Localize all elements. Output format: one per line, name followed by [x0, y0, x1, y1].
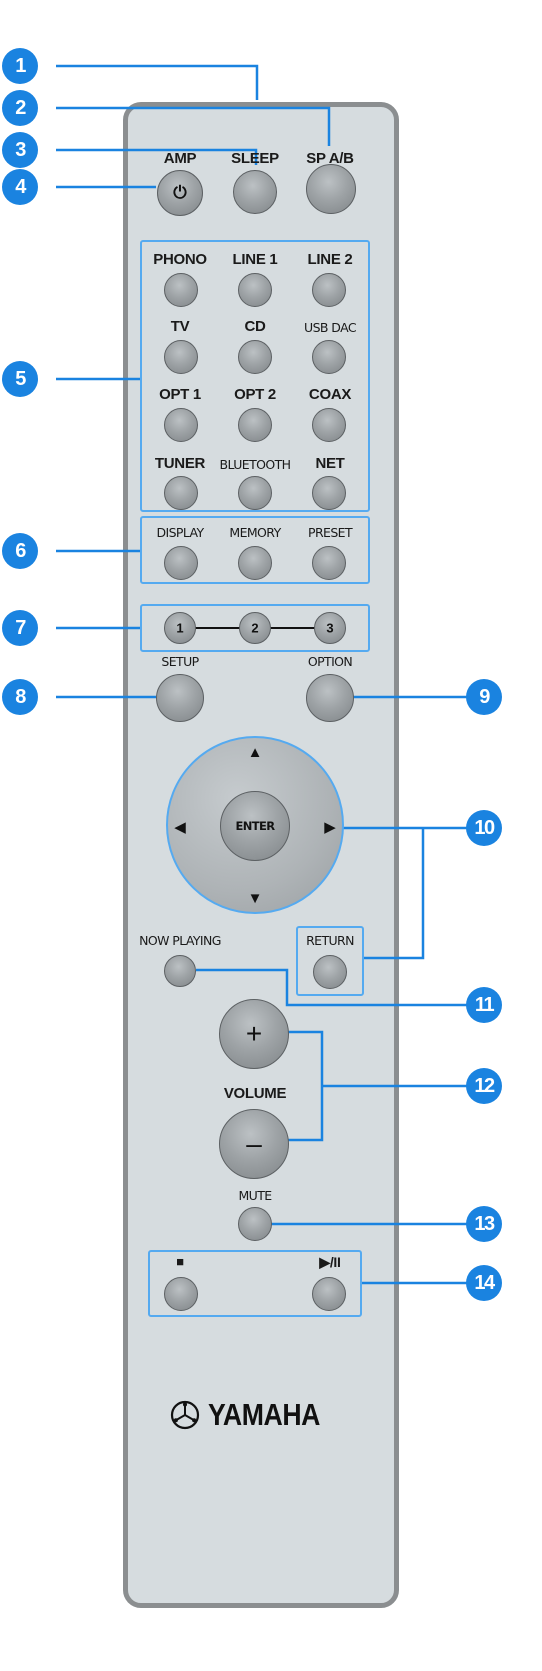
volume-up-button[interactable]: + [219, 999, 289, 1069]
phono-label: PHONO [153, 251, 207, 268]
preset-label: PRESET [308, 525, 353, 540]
preset-button[interactable] [312, 546, 346, 580]
usbdac-label: USB DAC [304, 320, 357, 335]
power-icon: ⏻ [173, 183, 187, 202]
minus-icon: – [246, 1128, 262, 1159]
callout-3: 3 [2, 132, 38, 168]
net-button[interactable] [312, 476, 346, 510]
display-button[interactable] [164, 546, 198, 580]
tv-label: TV [170, 318, 190, 335]
preset-2-button[interactable]: 2 [239, 612, 271, 644]
setup-button[interactable] [156, 674, 204, 722]
mute-label: MUTE [238, 1188, 272, 1203]
memory-label: MEMORY [229, 525, 281, 540]
now-playing-button[interactable] [164, 955, 196, 987]
opt1-label: OPT 1 [159, 386, 201, 403]
spab-label: SP A/B [306, 150, 354, 167]
callout-6: 6 [2, 533, 38, 569]
preset-3-button[interactable]: 3 [314, 612, 346, 644]
callout-1: 1 [2, 48, 38, 84]
phono-button[interactable] [164, 273, 198, 307]
volume-down-button[interactable]: – [219, 1109, 289, 1179]
preset-3-label: 3 [326, 620, 334, 636]
memory-button[interactable] [238, 546, 272, 580]
tuning-fork-emblem-icon [170, 1400, 200, 1430]
callout-2: 2 [2, 90, 38, 126]
stop-button[interactable] [164, 1277, 198, 1311]
brand-name: YAMAHA [208, 1397, 320, 1432]
line2-button[interactable] [312, 273, 346, 307]
stop-icon: ■ [176, 1254, 184, 1269]
amp-label: AMP [163, 150, 197, 167]
callout-5: 5 [2, 361, 38, 397]
enter-label: ENTER [235, 819, 275, 833]
sleep-label: SLEEP [231, 150, 279, 167]
return-button[interactable] [313, 955, 347, 989]
opt2-button[interactable] [238, 408, 272, 442]
callout-8: 8 [2, 679, 38, 715]
plus-icon: + [245, 1018, 263, 1049]
preset-1-label: 1 [176, 620, 184, 636]
mute-button[interactable] [238, 1207, 272, 1241]
coax-label: COAX [308, 386, 352, 403]
line1-button[interactable] [238, 273, 272, 307]
opt2-label: OPT 2 [234, 386, 276, 403]
bluetooth-label: BLUETOOTH [219, 457, 292, 472]
sleep-button[interactable] [233, 170, 277, 214]
up-arrow-icon[interactable]: ▲ [247, 744, 263, 761]
preset-2-label: 2 [251, 620, 259, 636]
tv-button[interactable] [164, 340, 198, 374]
right-arrow-icon[interactable]: ▶ [324, 819, 336, 836]
callout-12: 12 [466, 1068, 502, 1104]
tuner-button[interactable] [164, 476, 198, 510]
play-pause-button[interactable] [312, 1277, 346, 1311]
callout-14: 14 [466, 1265, 502, 1301]
callout-10: 10 [466, 810, 502, 846]
left-arrow-icon[interactable]: ◀ [174, 819, 186, 836]
play-pause-icon: ▶/II [319, 1254, 341, 1270]
callout-9: 9 [466, 679, 502, 715]
now-playing-label: NOW PLAYING [139, 933, 221, 948]
option-label: OPTION [307, 654, 353, 669]
option-button[interactable] [306, 674, 354, 722]
yamaha-logo: YAMAHA [170, 1395, 350, 1435]
down-arrow-icon[interactable]: ▼ [247, 890, 263, 907]
display-label: DISPLAY [156, 525, 204, 540]
volume-label: VOLUME [223, 1085, 287, 1102]
coax-button[interactable] [312, 408, 346, 442]
tuner-label: TUNER [154, 455, 206, 472]
preset-1-button[interactable]: 1 [164, 612, 196, 644]
callout-4: 4 [2, 169, 38, 205]
usbdac-button[interactable] [312, 340, 346, 374]
net-label: NET [315, 455, 345, 472]
line1-label: LINE 1 [232, 251, 278, 268]
enter-button[interactable]: ENTER [220, 791, 290, 861]
cd-button[interactable] [238, 340, 272, 374]
opt1-button[interactable] [164, 408, 198, 442]
spab-button[interactable] [306, 164, 356, 214]
setup-label: SETUP [161, 654, 199, 669]
callout-7: 7 [2, 610, 38, 646]
cd-label: CD [244, 318, 266, 335]
callout-13: 13 [466, 1206, 502, 1242]
line2-label: LINE 2 [307, 251, 353, 268]
amp-power-button[interactable]: ⏻ [157, 170, 203, 216]
return-label: RETURN [306, 933, 354, 948]
callout-11: 11 [466, 987, 502, 1023]
bluetooth-button[interactable] [238, 476, 272, 510]
